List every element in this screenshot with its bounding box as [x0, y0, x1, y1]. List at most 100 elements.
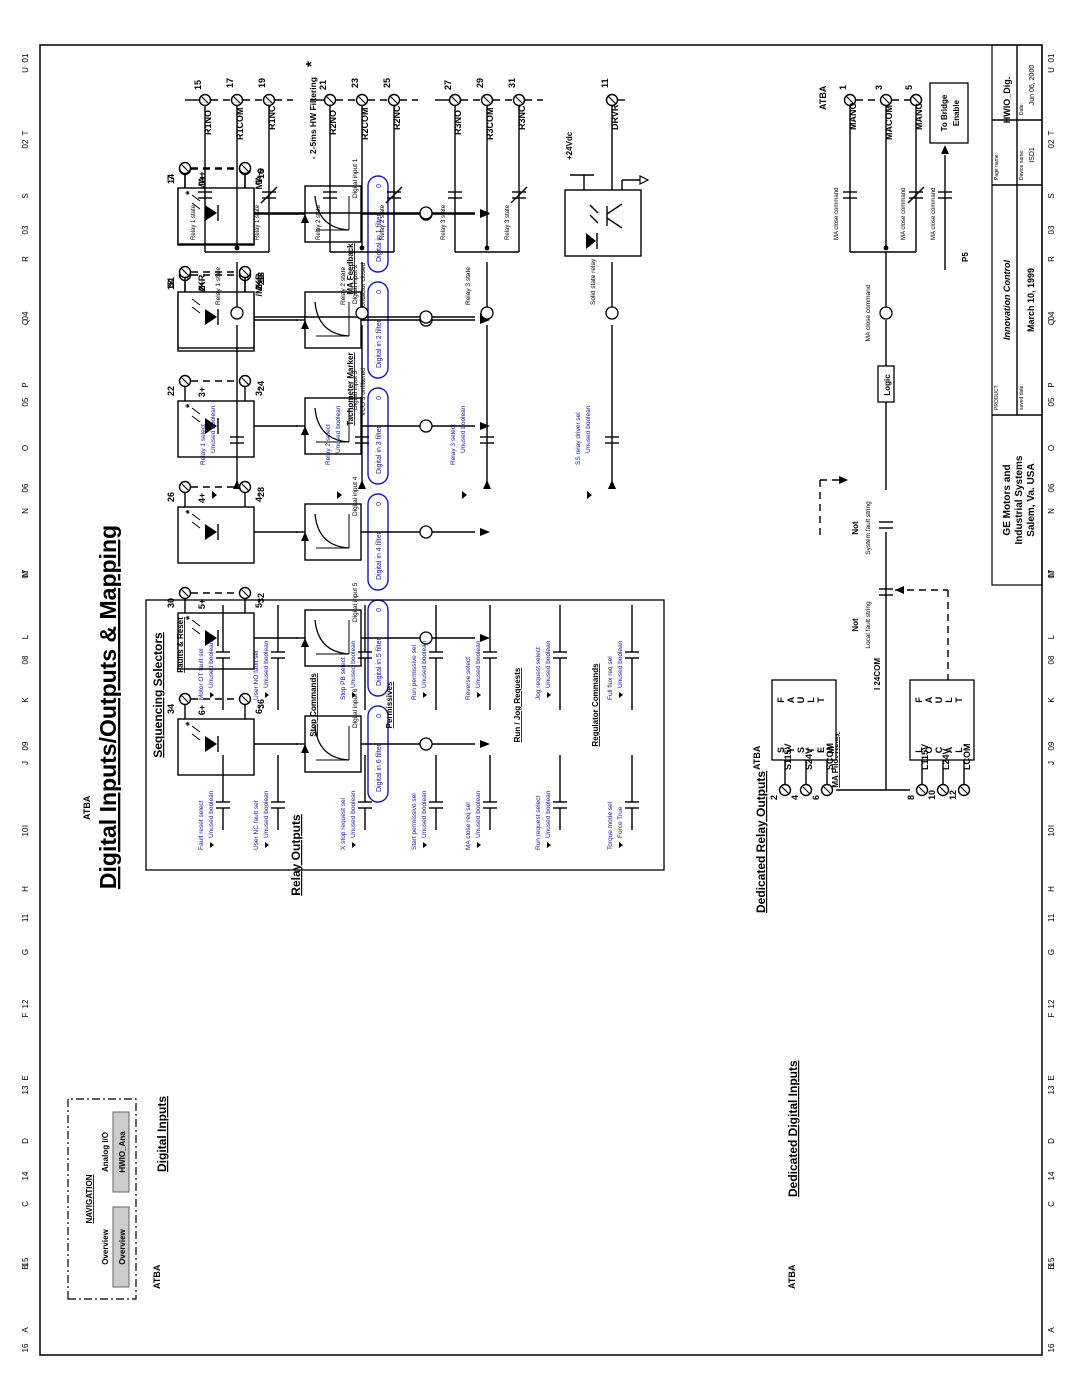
grid-letter: O: [1047, 445, 1056, 451]
relay-state-label: Relay 3 state: [465, 267, 472, 305]
grid-number: 04: [21, 311, 30, 320]
arrow-icon: [423, 692, 427, 698]
selector-name: Stop PB select: [340, 657, 347, 700]
overview-label: Overview: [101, 1228, 110, 1264]
filter-name: Digital in 5 filter: [376, 637, 383, 686]
pin-number: 21: [318, 80, 328, 90]
relay-terminal-no: R3NO: [453, 110, 463, 135]
pin-number: 10: [927, 790, 937, 800]
company-line-1: GE Motors and: [1002, 464, 1013, 535]
pin-number: 28: [256, 487, 266, 497]
selector-name: Run request select: [535, 796, 542, 850]
sheet-border: [39, 44, 1043, 1356]
grid-letter: I: [21, 825, 30, 827]
filter-value: 0: [376, 502, 383, 506]
grid-letter: Q: [21, 319, 30, 325]
grid-letter: T: [21, 130, 30, 135]
date-label: Date:: [1019, 103, 1025, 115]
pin-number: 25: [382, 78, 392, 88]
contact-icon: [605, 436, 619, 444]
selector-value: Unused boolean: [263, 640, 270, 688]
pin-number: 15: [193, 80, 203, 90]
device-name-label: Device name:: [1019, 149, 1025, 180]
ground-icon: [639, 175, 650, 185]
block-letter: T: [806, 747, 816, 753]
grid-number: 16: [21, 1343, 30, 1352]
arrow-icon: [477, 842, 481, 848]
selector-name: Motor OT fault sel: [198, 648, 205, 700]
contact-icon: [480, 436, 494, 444]
relay-select-value: Unused boolean: [335, 405, 342, 453]
grid-letter: D: [1047, 1138, 1056, 1144]
terminal-circle-icon: [957, 783, 971, 797]
signal-node: [419, 206, 433, 220]
atba-label-2: ATBA: [787, 1264, 797, 1289]
wire: [606, 217, 623, 229]
contact-icon: [260, 186, 278, 204]
contact-icon: [907, 186, 925, 204]
grid-number: 01: [1047, 53, 1056, 62]
grid-letter: M: [21, 570, 30, 577]
signal-node: [419, 419, 433, 433]
pin-number: 22: [166, 386, 176, 396]
terminal-circle-icon: [230, 93, 244, 107]
24com-label: I 24COM: [873, 658, 882, 690]
signal-node: [419, 525, 433, 539]
atba-label-5: ATBA: [752, 745, 762, 770]
block-letter: A: [924, 696, 934, 703]
logic-label: Logic: [883, 374, 892, 396]
arrow-icon: [301, 426, 309, 435]
terminal-circle-icon: [238, 692, 252, 706]
navigation-heading: NAVIGATION: [85, 1174, 94, 1223]
signal-node: [419, 737, 433, 751]
relay-outputs-heading: Relay Outputs: [289, 814, 303, 896]
arrow-icon: [619, 692, 623, 698]
contact-icon: [198, 191, 212, 199]
arrow-icon: [233, 480, 241, 489]
arrow-icon: [587, 491, 592, 499]
grid-letter: S: [1047, 193, 1056, 198]
selector-group-heading: Regulator Commands: [591, 663, 600, 747]
grid-number: 13: [21, 1085, 30, 1094]
pin-number: 7: [166, 175, 176, 180]
overview-button[interactable]: Overview: [112, 1206, 130, 1288]
grid-letter: M: [1047, 570, 1056, 577]
hwio-ana-button[interactable]: HWIO_Ana: [112, 1111, 130, 1193]
signal-name: Digital input 3: [352, 370, 359, 410]
terminal-circle-icon: [178, 586, 192, 600]
pin-number: 29: [475, 78, 485, 88]
footnote-asterisk: *: [303, 61, 320, 67]
terminal-circle-icon: [820, 783, 834, 797]
contact-icon: [385, 186, 403, 204]
block-letter: O: [924, 746, 934, 753]
